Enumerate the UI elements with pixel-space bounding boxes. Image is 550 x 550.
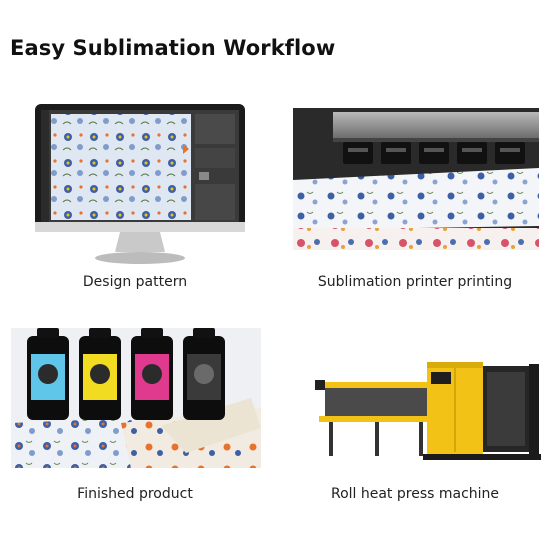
step-caption: Design pattern (82, 274, 188, 290)
ink-bottles-fabric-image (11, 328, 261, 468)
step-caption: Sublimation printer printing (317, 274, 513, 290)
step-caption: Finished product (77, 486, 193, 502)
monitor-design-image (35, 104, 245, 269)
printer-image (293, 108, 539, 250)
step-card-finished-product: Finished product (5, 320, 265, 510)
heat-press-machine-image (315, 354, 541, 464)
page-title: Easy Sublimation Workflow (10, 36, 336, 60)
step-card-sublimation-printer: Sublimation printer printing (285, 100, 545, 300)
step-card-design-pattern: Design pattern (5, 100, 265, 300)
step-caption: Roll heat press machine (330, 486, 500, 502)
step-card-roll-heat-press: Roll heat press machine (285, 320, 545, 510)
